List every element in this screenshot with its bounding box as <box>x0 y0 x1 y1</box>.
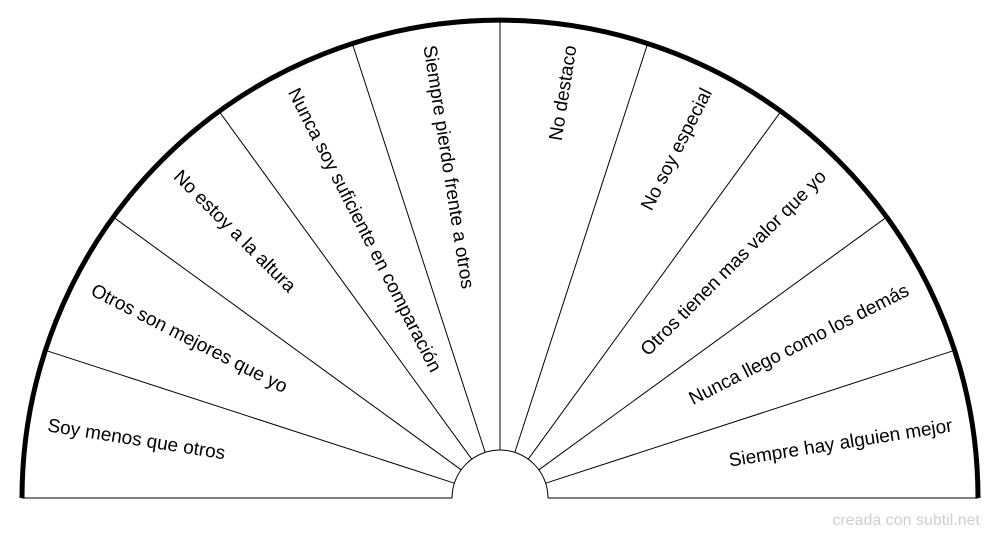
segment-divider <box>218 110 473 460</box>
segment-divider <box>351 43 486 453</box>
segment-divider <box>45 349 455 484</box>
segment-label: Siempre hay alguien mejor <box>727 415 954 471</box>
segment-label: Nunca soy suficiente en comparación <box>283 85 445 376</box>
segment-label: No soy especial <box>637 85 717 214</box>
segment-dividers <box>45 20 955 484</box>
inner-arc <box>451 449 549 499</box>
segment-divider <box>112 216 462 471</box>
outer-arc <box>19 17 981 499</box>
segment-label: No estoy a la altura <box>169 166 300 297</box>
segment-label: Soy menos que otros <box>46 416 227 465</box>
footer-credit: creada con subtil.net <box>832 512 980 529</box>
segment-label: Siempre pierdo frente a otros <box>418 44 477 290</box>
segment-label: No destaco <box>546 44 582 142</box>
segment-label: Otros son mejores que yo <box>87 280 290 397</box>
segment-divider <box>545 349 955 484</box>
segment-divider <box>527 110 782 460</box>
segment-divider <box>538 216 888 471</box>
segment-label: Nunca llego como los demás <box>686 280 913 409</box>
segment-divider <box>514 43 649 453</box>
